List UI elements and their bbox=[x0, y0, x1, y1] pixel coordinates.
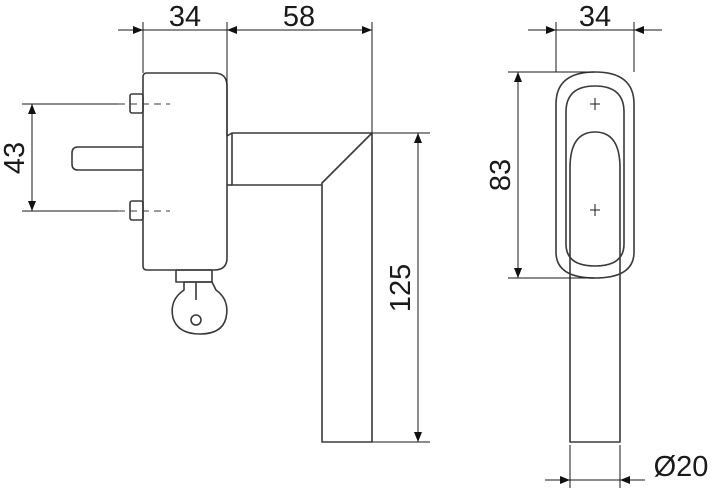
front-rose-outer bbox=[555, 71, 635, 279]
label-screw-spacing: 83 bbox=[485, 159, 517, 191]
dimension-lines bbox=[22, 22, 662, 488]
spindle bbox=[71, 146, 143, 171]
key-hole bbox=[190, 314, 202, 326]
side-view bbox=[71, 72, 373, 443]
label-total-length: 125 bbox=[385, 264, 417, 312]
key-bow bbox=[171, 281, 228, 335]
front-lever bbox=[569, 131, 621, 443]
lock-cylinder bbox=[175, 269, 213, 283]
label-handle-projection: 58 bbox=[283, 1, 315, 33]
front-view bbox=[555, 71, 635, 443]
label-spindle-spacing: 43 bbox=[0, 142, 31, 174]
screw-mark-bottom bbox=[590, 204, 600, 216]
side-lever-arm bbox=[226, 132, 373, 443]
label-rose-diameter: Ø20 bbox=[654, 451, 709, 483]
label-front-width: 34 bbox=[579, 1, 611, 33]
screw-mark-top bbox=[590, 98, 600, 110]
label-side-width: 34 bbox=[169, 1, 201, 33]
dimension-labels: 34 58 34 43 125 83 Ø20 bbox=[0, 1, 708, 483]
side-base-rose bbox=[142, 72, 228, 271]
front-rose-inner bbox=[565, 85, 625, 267]
